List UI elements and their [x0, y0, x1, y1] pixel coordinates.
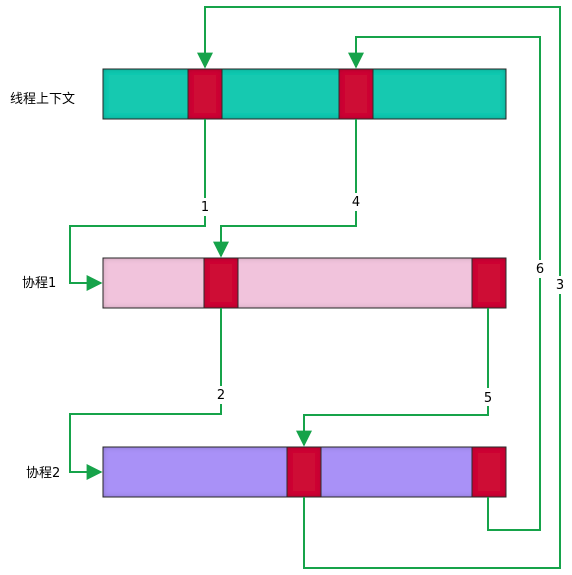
connector-4: [213, 119, 357, 258]
coroutine-1-bar: [102, 257, 507, 309]
connector-6: [348, 36, 541, 531]
step-label-6: 6: [536, 262, 544, 277]
connector-1: [69, 119, 206, 291]
step-label-1: 1: [201, 200, 209, 215]
connector-2: [69, 308, 222, 480]
coroutine-2-segment-b: [471, 446, 507, 498]
thread-context-bar: [102, 68, 507, 120]
step-label-5: 5: [484, 391, 492, 406]
row-label-thread-context: 线程上下文: [10, 92, 75, 107]
coroutine-1-segment-a: [203, 257, 239, 309]
row-label-coroutine-2: 协程2: [26, 466, 60, 481]
step-label-3: 3: [556, 278, 564, 293]
coroutine-1-segment-b: [471, 257, 507, 309]
row-label-coroutine-1: 协程1: [22, 276, 56, 291]
thread-context-segment-a: [187, 68, 223, 120]
connector-5: [296, 308, 489, 447]
coroutine-2-segment-a: [286, 446, 322, 498]
step-label-4: 4: [352, 195, 360, 210]
step-label-2: 2: [217, 388, 225, 403]
thread-context-segment-b: [338, 68, 374, 120]
